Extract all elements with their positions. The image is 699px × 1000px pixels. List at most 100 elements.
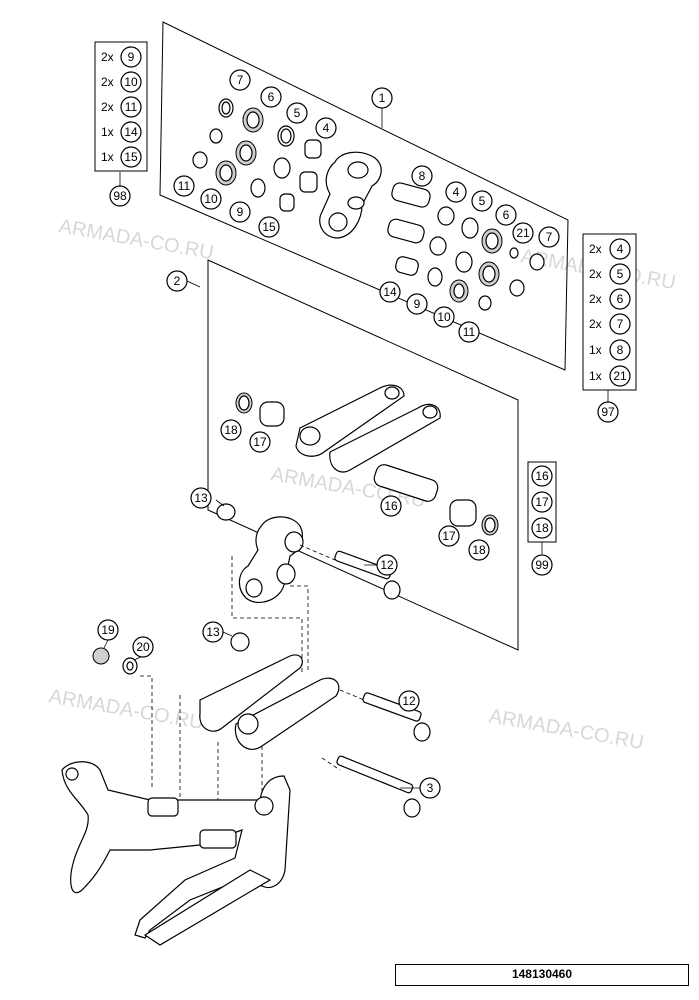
kit-98-table: 2x 2x 2x 1x 1x 9 10 11 14 15 98: [94, 41, 148, 207]
callout-13: 13: [190, 487, 212, 509]
kit-97-qty: 1x: [589, 369, 602, 383]
svg-text:11: 11: [463, 325, 476, 339]
svg-text:17: 17: [442, 529, 456, 543]
kit-97-part: 7: [609, 313, 631, 335]
svg-text:16: 16: [535, 469, 549, 483]
callout-18: 18: [468, 539, 490, 561]
callout-12: 12: [398, 690, 420, 712]
watermark-text: ARMADA-CO.RU: [57, 215, 215, 264]
svg-text:10: 10: [204, 192, 218, 206]
watermark-text: ARMADA-CO.RU: [487, 705, 645, 754]
kit-99-part: 18: [531, 517, 553, 539]
callout-17: 17: [438, 525, 460, 547]
svg-text:17: 17: [535, 495, 549, 509]
kit-1-parts: [192, 98, 545, 311]
svg-text:18: 18: [224, 423, 238, 437]
svg-text:19: 19: [101, 623, 115, 637]
svg-text:18: 18: [472, 543, 486, 557]
svg-text:1: 1: [379, 91, 386, 105]
kit-97-table: 2x 2x 2x 2x 1x 1x 4 5 6 7 8 21 97: [582, 233, 637, 423]
kit-97-qty: 2x: [589, 317, 602, 331]
svg-text:6: 6: [268, 90, 275, 104]
svg-text:97: 97: [601, 405, 615, 419]
svg-text:6: 6: [503, 208, 510, 222]
callout-9: 9: [406, 293, 428, 315]
svg-text:14: 14: [124, 125, 138, 139]
kit-98-qty: 2x: [101, 75, 114, 89]
kit-97-label: 97: [597, 401, 619, 423]
lower-assembly: [61, 499, 431, 946]
kit-99-part: 16: [531, 465, 553, 487]
kit-98-qty: 1x: [101, 125, 114, 139]
callout-4: 4: [315, 117, 337, 139]
callout-10: 10: [200, 188, 222, 210]
callout-4: 4: [445, 181, 467, 203]
kit-97-part: 8: [609, 339, 631, 361]
svg-text:7: 7: [546, 230, 553, 244]
svg-text:3: 3: [427, 781, 434, 795]
callout-10: 10: [433, 306, 455, 328]
kit-98-qty: 1x: [101, 150, 114, 164]
callout-12: 12: [376, 554, 398, 576]
svg-text:6: 6: [617, 292, 624, 306]
svg-text:14: 14: [383, 285, 397, 299]
callout-3: 3: [419, 777, 441, 799]
svg-text:9: 9: [128, 50, 135, 64]
callout-13: 13: [202, 621, 224, 643]
callout-8: 8: [411, 165, 433, 187]
kit-98-qty: 2x: [101, 100, 114, 114]
svg-text:4: 4: [453, 185, 460, 199]
callout-2: 2: [166, 270, 188, 292]
svg-text:12: 12: [402, 694, 416, 708]
svg-text:10: 10: [437, 310, 451, 324]
kit-98-label: 98: [109, 185, 131, 207]
svg-text:98: 98: [113, 189, 127, 203]
svg-text:21: 21: [613, 369, 627, 383]
kit-97-qty: 2x: [589, 242, 602, 256]
kit-98-part: 11: [120, 96, 142, 118]
kit-2-panel: [207, 259, 519, 651]
callout-11: 11: [173, 175, 195, 197]
svg-text:5: 5: [294, 106, 301, 120]
callout-15: 15: [258, 216, 280, 238]
svg-text:7: 7: [617, 317, 624, 331]
svg-text:21: 21: [516, 226, 530, 240]
kit-1-panel: [159, 21, 569, 371]
svg-text:9: 9: [237, 205, 244, 219]
svg-text:8: 8: [617, 343, 624, 357]
svg-text:4: 4: [617, 242, 624, 256]
callout-14: 14: [379, 281, 401, 303]
callout-5: 5: [471, 190, 493, 212]
callouts: 1 7 6 5 4 11 10 9 15 8 4 5 6 21 7 14 9 1…: [97, 69, 560, 799]
svg-text:7: 7: [237, 73, 244, 87]
callout-1: 1: [371, 87, 393, 109]
callout-16: 16: [380, 495, 402, 517]
svg-text:4: 4: [323, 121, 330, 135]
callout-18: 18: [220, 419, 242, 441]
svg-text:12: 12: [380, 558, 394, 572]
kit-97-qty: 1x: [589, 343, 602, 357]
kit-98-part: 14: [120, 121, 142, 143]
callout-6: 6: [495, 204, 517, 226]
svg-text:13: 13: [206, 625, 220, 639]
svg-text:15: 15: [124, 150, 138, 164]
callout-17: 17: [249, 431, 271, 453]
svg-text:13: 13: [194, 491, 208, 505]
kit-97-qty: 2x: [589, 292, 602, 306]
callout-7: 7: [538, 226, 560, 248]
kit-98-part: 10: [120, 71, 142, 93]
svg-text:16: 16: [384, 499, 398, 513]
kit-99-table: 16 17 18 99: [527, 461, 557, 576]
document-number: 148130460: [395, 964, 689, 986]
svg-text:18: 18: [535, 521, 549, 535]
kit-99-part: 17: [531, 491, 553, 513]
callout-7: 7: [229, 69, 251, 91]
callout-6: 6: [260, 86, 282, 108]
kit-98-part: 9: [120, 46, 142, 68]
svg-text:17: 17: [253, 435, 267, 449]
svg-text:5: 5: [617, 267, 624, 281]
svg-text:99: 99: [535, 558, 549, 572]
kit-98-part: 15: [120, 146, 142, 168]
svg-text:20: 20: [136, 640, 150, 654]
